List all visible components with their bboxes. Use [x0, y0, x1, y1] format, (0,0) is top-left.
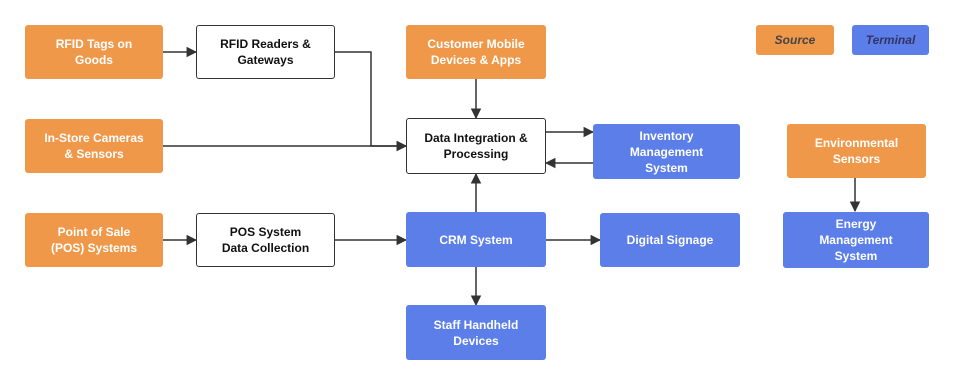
- node-rfid-readers: RFID Readers & Gateways: [196, 25, 335, 79]
- node-customer-mobile: Customer Mobile Devices & Apps: [406, 25, 546, 79]
- node-energy: Energy Management System: [783, 212, 929, 268]
- node-crm: CRM System: [406, 212, 546, 267]
- legend-terminal: Terminal: [852, 25, 929, 55]
- node-digital-signage: Digital Signage: [600, 213, 740, 267]
- edge-readers-to-integration: [335, 51, 408, 152]
- node-env-sensors: Environmental Sensors: [787, 124, 926, 178]
- node-pos: Point of Sale (POS) Systems: [25, 213, 163, 267]
- node-staff-handheld: Staff Handheld Devices: [406, 305, 546, 360]
- node-pos-collection: POS System Data Collection: [196, 213, 335, 267]
- node-cameras: In-Store Cameras & Sensors: [25, 119, 163, 173]
- node-data-integration: Data Integration & Processing: [406, 118, 546, 174]
- legend-source: Source: [756, 25, 834, 55]
- node-inventory: Inventory Management System: [593, 124, 740, 179]
- node-rfid-tags: RFID Tags on Goods: [25, 25, 163, 79]
